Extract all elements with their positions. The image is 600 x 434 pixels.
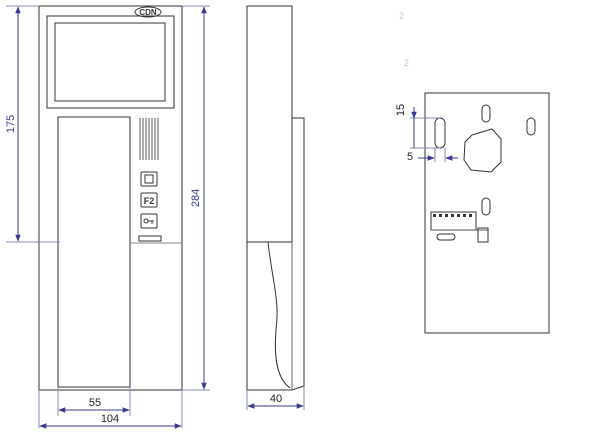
center-cable-hole xyxy=(463,128,502,173)
slot-left xyxy=(434,117,446,149)
f2-button[interactable] xyxy=(140,192,158,208)
speaker-grille xyxy=(139,118,159,160)
dim-175-label: 175 xyxy=(5,115,17,133)
side-body-outline xyxy=(246,5,293,243)
side-view xyxy=(246,5,305,391)
plate-dimensions xyxy=(410,107,458,162)
slot-right xyxy=(526,117,536,136)
bottom-tab xyxy=(138,235,162,242)
slot-top-center xyxy=(481,104,491,123)
slot-mid-center xyxy=(481,197,491,216)
dim-104-label: 104 xyxy=(101,413,119,425)
side-handset-curve xyxy=(267,241,291,389)
dim-284-label: 284 xyxy=(190,189,202,207)
plate-outline xyxy=(424,92,550,334)
monitor-button-inner xyxy=(144,174,154,184)
dim-55-label: 55 xyxy=(89,397,101,409)
brand-logo-text: CDN xyxy=(139,8,157,17)
terminal-screws xyxy=(433,214,472,217)
side-handset-profile xyxy=(246,117,305,391)
front-body-outline xyxy=(38,5,183,391)
mounting-plate xyxy=(424,92,550,334)
key-icon xyxy=(143,218,154,224)
brand-logo: CDN xyxy=(134,6,162,18)
monitor-button[interactable] xyxy=(140,171,158,187)
f2-button-label: F2 xyxy=(144,196,155,206)
dim-40-label: 40 xyxy=(270,393,282,405)
screen-frame xyxy=(46,15,175,109)
front-view xyxy=(38,5,183,391)
terminal-tab xyxy=(477,227,489,243)
side-dimensions xyxy=(246,386,305,410)
stray-mark-2: 2 xyxy=(404,58,409,68)
door-key-button[interactable] xyxy=(140,213,158,229)
terminal-connector xyxy=(436,233,456,241)
handset-outline xyxy=(57,116,131,388)
screen-display xyxy=(54,22,166,102)
dim-5-label: 5 xyxy=(407,151,413,163)
dim-15-label: 15 xyxy=(395,104,407,116)
stray-mark-1: 2 xyxy=(399,11,404,21)
front-dimensions xyxy=(6,5,210,429)
